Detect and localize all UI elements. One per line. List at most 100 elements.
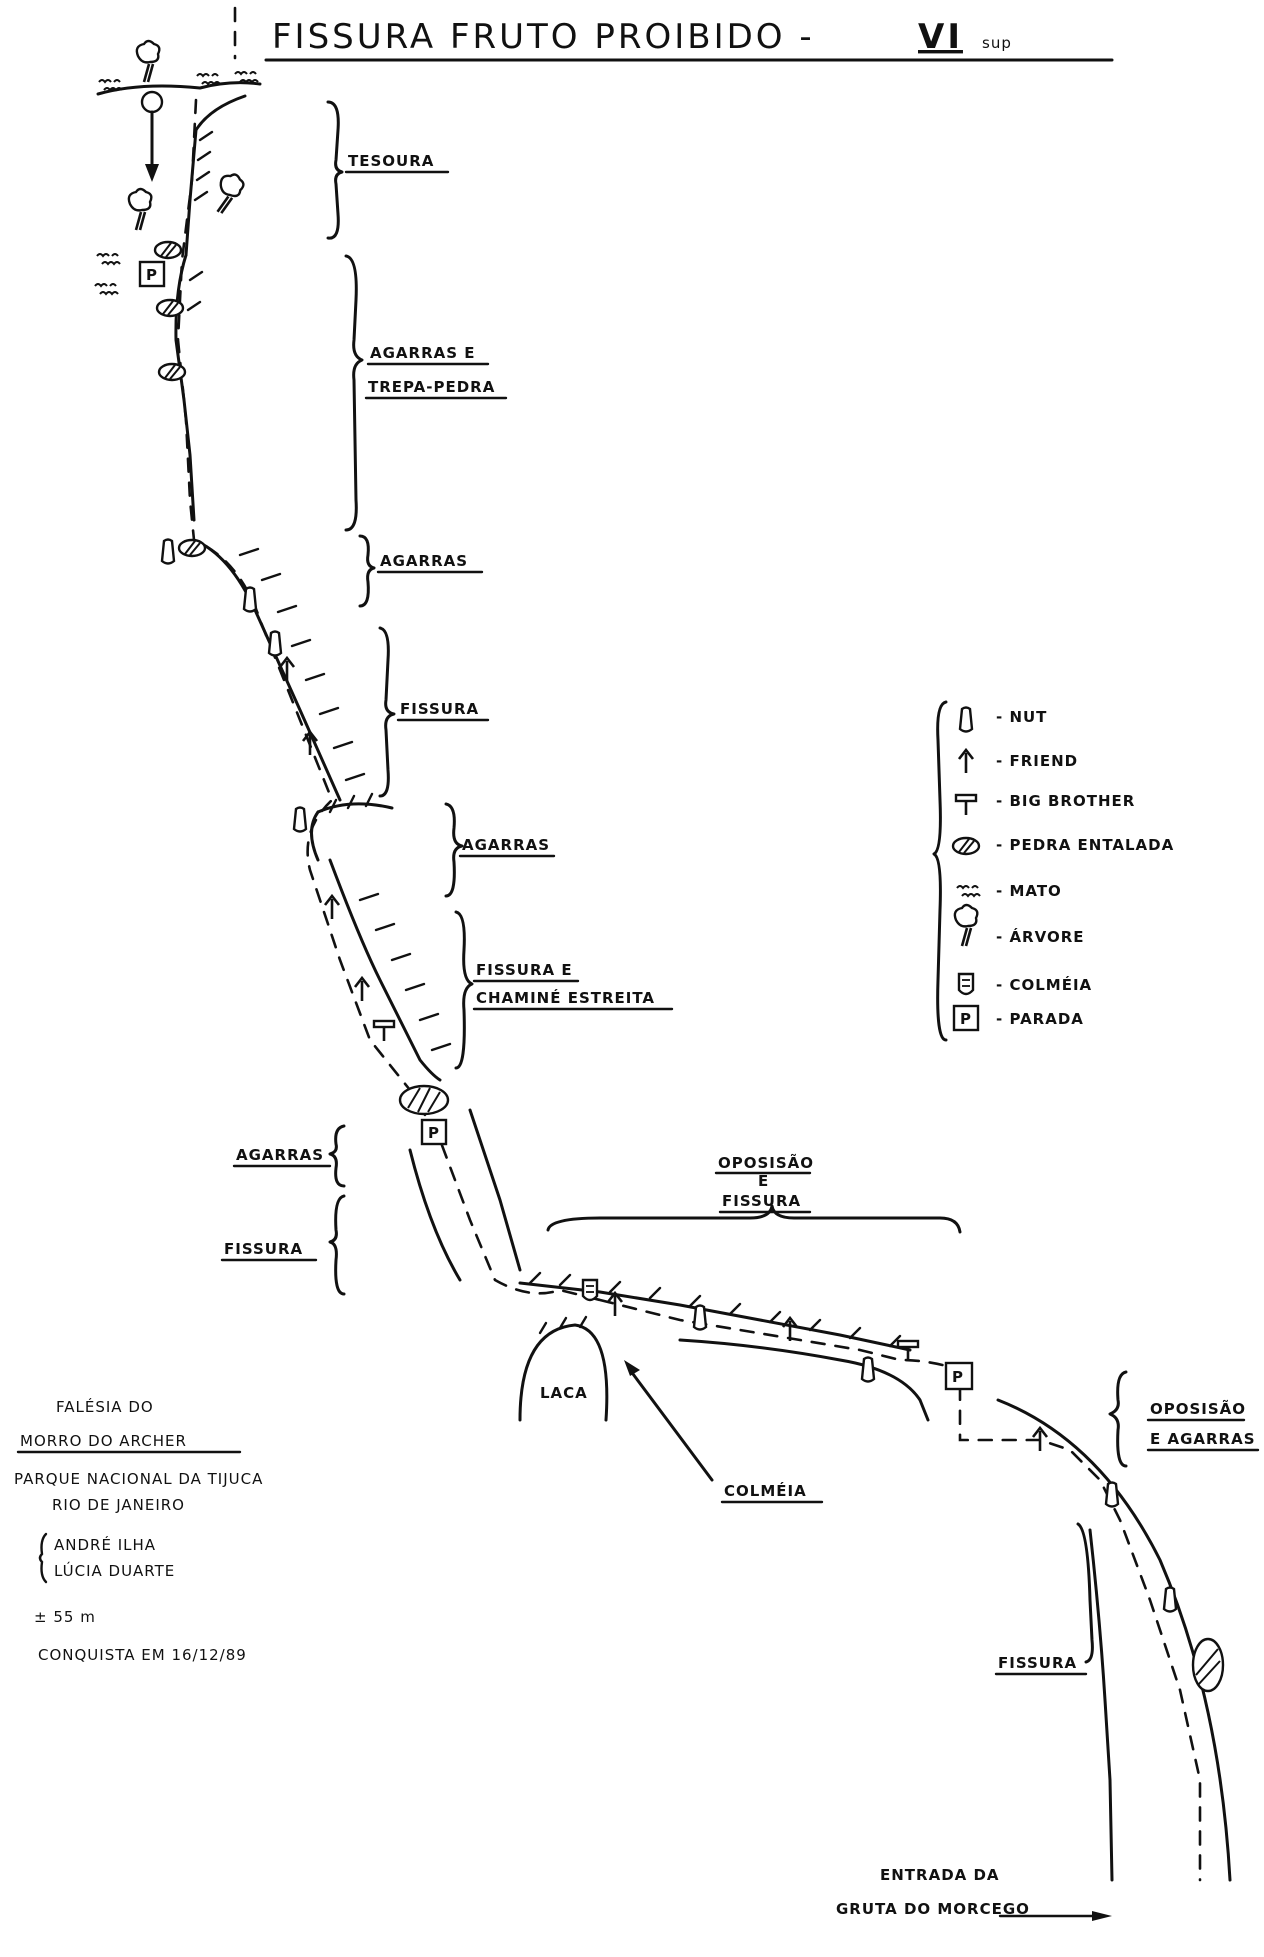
label-fissura-2: FISSURA — [224, 1240, 303, 1258]
label-oposisao-right: OPOSISÃO — [1150, 1399, 1246, 1418]
chockstone-icon-large — [1191, 1637, 1225, 1693]
chockstone-icon — [177, 538, 207, 558]
label-fissura-top: FISSURA — [722, 1192, 801, 1210]
legend-label: - PARADA — [996, 1010, 1084, 1028]
svg-text:P: P — [146, 266, 158, 284]
legend-friend-icon — [957, 748, 975, 775]
gruta-arrow-head-icon — [1092, 1911, 1112, 1921]
label-agarras-e: AGARRAS E — [370, 344, 476, 362]
legend-label: - ÁRVORE — [996, 927, 1085, 946]
nut-icon — [242, 586, 258, 613]
climbers-bracket — [38, 1532, 48, 1584]
label-gruta-do-morcego: GRUTA DO MORCEGO — [836, 1900, 1030, 1918]
route-grade-suffix: sup — [982, 34, 1012, 52]
label-e-top: E — [758, 1172, 769, 1190]
laca-flake — [518, 1323, 609, 1422]
anchor-ring-icon — [140, 90, 164, 114]
legend: - NUT - FRIEND - BIG BROTHER - PEDRA ENT… — [932, 700, 1174, 1042]
info-block: FALÉSIA DO MORRO DO ARCHER PARQUE NACION… — [14, 1397, 263, 1664]
top-ground-line — [96, 81, 262, 96]
info-climber-2: LÚCIA DUARTE — [54, 1561, 175, 1580]
label-entrada-da: ENTRADA DA — [880, 1866, 1000, 1884]
info-first-ascent: CONQUISTA EM 16/12/89 — [38, 1646, 247, 1664]
info-city: RIO DE JANEIRO — [52, 1496, 185, 1514]
legend-brush-icon — [956, 885, 981, 897]
legend-label: - FRIEND — [996, 752, 1078, 770]
legend-label: - NUT — [996, 708, 1047, 726]
label-trepa-pedra: TREPA-PEDRA — [368, 378, 495, 396]
chockstone-icon-large — [398, 1084, 450, 1116]
nut-icon — [692, 1304, 708, 1331]
belay-icon — [138, 260, 166, 288]
legend-big-brother-icon — [954, 793, 978, 817]
belay-station: P — [420, 1118, 448, 1146]
info-location-2: MORRO DO ARCHER — [20, 1432, 187, 1450]
belay-icon — [944, 1361, 974, 1391]
brush-icon — [98, 79, 123, 91]
info-length: ± 55 m — [34, 1608, 96, 1626]
nut-icon — [1162, 1586, 1178, 1613]
colmeia-arrow-line — [628, 1368, 714, 1482]
top-tree-icon — [135, 39, 161, 84]
upper-wall — [174, 94, 522, 1282]
belay-station: P — [138, 260, 166, 288]
chockstone-icon — [153, 240, 183, 260]
legend-label: - PEDRA ENTALADA — [996, 836, 1174, 854]
big-brother-icon — [372, 1019, 396, 1043]
legend-belay-icon — [952, 1004, 980, 1032]
beehive-icon — [581, 1278, 599, 1302]
tree-icon — [209, 169, 248, 219]
title-block: FISSURA FRUTO PROIBIDO - VI sup — [233, 6, 1114, 62]
legend-label: - MATO — [996, 882, 1062, 900]
label-fissura-3: FISSURA — [998, 1654, 1077, 1672]
legend-beehive-icon — [957, 972, 975, 996]
chockstone-icon — [155, 298, 185, 318]
label-tesoura: TESOURA — [348, 152, 434, 170]
brush-icon — [94, 283, 119, 295]
label-chamine-estreita: CHAMINÉ ESTREITA — [476, 988, 655, 1007]
top-anchor — [94, 39, 262, 295]
colmeia-arrow-head-icon — [624, 1360, 640, 1376]
chockstone-icon — [157, 362, 187, 382]
nut-icon — [267, 630, 283, 657]
label-e-agarras: E AGARRAS — [1150, 1430, 1256, 1448]
svg-text:P: P — [960, 1010, 972, 1028]
section-brackets — [326, 100, 1128, 1664]
nut-icon — [1104, 1481, 1120, 1508]
label-colmeia: COLMÉIA — [724, 1481, 807, 1500]
label-agarras-3: AGARRAS — [236, 1146, 324, 1164]
svg-text:P: P — [428, 1124, 440, 1142]
label-agarras-2: AGARRAS — [462, 836, 550, 854]
nut-icon — [292, 806, 308, 833]
belay-icon — [420, 1118, 448, 1146]
traverse-section — [518, 1271, 1232, 1882]
legend-bracket — [932, 700, 948, 1042]
protection-symbols — [153, 240, 1225, 1693]
big-brother-icon — [896, 1339, 920, 1363]
friend-icon — [781, 1316, 799, 1343]
label-fissura-1: FISSURA — [400, 700, 479, 718]
rappel-arrow-head-icon — [145, 164, 159, 182]
legend-chockstone-icon — [951, 836, 981, 856]
label-fissura-e: FISSURA E — [476, 961, 573, 979]
legend-label: - BIG BROTHER — [996, 792, 1135, 810]
legend-label: - COLMÉIA — [996, 975, 1092, 994]
route-title: FISSURA FRUTO PROIBIDO - — [272, 17, 815, 57]
brush-icon — [234, 71, 259, 83]
svg-text:P: P — [952, 1368, 964, 1386]
label-agarras-1: AGARRAS — [380, 552, 468, 570]
tree-icon — [127, 187, 153, 232]
nut-icon — [160, 538, 176, 565]
route-grade: VI — [918, 17, 963, 57]
info-location-1: FALÉSIA DO — [56, 1397, 154, 1416]
brush-icon — [196, 73, 221, 85]
route-labels: TESOURA AGARRAS E TREPA-PEDRA AGARRAS FI… — [220, 152, 1260, 1921]
info-climber-1: ANDRÉ ILHA — [54, 1535, 156, 1554]
legend-tree-icon — [953, 903, 979, 948]
label-oposisao-top: OPOSISÃO — [718, 1153, 814, 1172]
legend-nut-icon — [958, 706, 974, 733]
friend-icon — [353, 976, 371, 1003]
info-park: PARQUE NACIONAL DA TIJUCA — [14, 1470, 263, 1488]
friend-icon — [323, 894, 341, 921]
